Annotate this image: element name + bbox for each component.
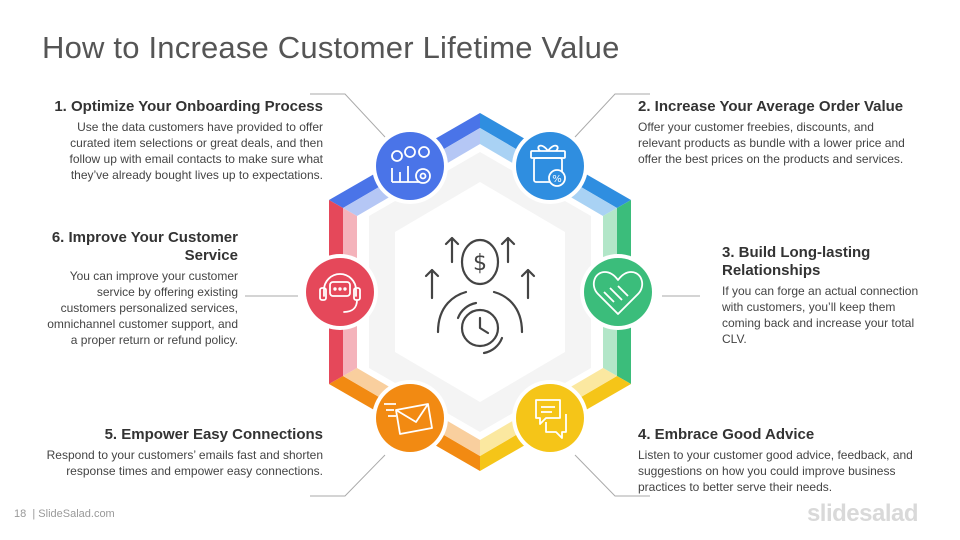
step-6-text: You can improve your customer service by…	[47, 269, 238, 347]
connector-2	[574, 93, 650, 138]
step-3-heading: 3. Build Long-lasting Relationships	[722, 244, 871, 279]
customer-value-icon: $	[424, 236, 536, 355]
svg-text:$: $	[473, 251, 487, 276]
step-4-block: 4. Embrace Good Advice Listen to your cu…	[638, 426, 918, 495]
step-2-text: Offer your customer freebies, discounts,…	[638, 120, 905, 166]
source-link[interactable]: | SlideSalad.com	[32, 508, 115, 520]
step-1-block: 1. Optimize Your Onboarding Process Use …	[43, 98, 323, 183]
slide-title: How to Increase Customer Lifetime Value	[42, 30, 620, 65]
gift-discount-icon: %	[530, 144, 566, 187]
step-circle-4	[512, 380, 588, 456]
brand-logo: slidesalad	[806, 500, 919, 527]
handshake-heart-icon	[592, 271, 644, 315]
step-6-heading: 6. Improve Your Customer Service	[51, 229, 238, 264]
email-icon	[384, 403, 433, 435]
step-4-text: Listen to your customer good advice, fee…	[638, 448, 913, 494]
connector-4	[574, 454, 650, 497]
step-3-text: If you can forge an actual connection wi…	[722, 284, 919, 346]
svg-text:%: %	[552, 174, 562, 185]
step-circle-3	[580, 254, 656, 330]
connector-5	[310, 454, 386, 497]
step-5-text: Respond to your customers’ emails fast a…	[46, 448, 323, 478]
headset-icon	[319, 273, 361, 313]
chat-bubbles-icon	[535, 399, 567, 439]
step-5-block: 5. Empower Easy Connections Respond to y…	[43, 426, 323, 479]
step-circle-1	[372, 128, 448, 204]
step-1-text: Use the data customers have provided to …	[69, 120, 323, 182]
connector-1	[310, 93, 386, 138]
page-number: 18	[14, 508, 27, 520]
step-3-block: 3. Build Long-lasting Relationships If y…	[722, 244, 922, 347]
step-4-heading: 4. Embrace Good Advice	[638, 426, 815, 443]
step-circle-5	[372, 380, 448, 456]
step-6-block: 6. Improve Your Customer Service You can…	[43, 229, 238, 348]
footer: 18 | SlideSalad.com	[14, 508, 115, 520]
step-2-heading: 2. Increase Your Average Order Value	[638, 98, 904, 115]
step-circle-6	[302, 254, 378, 330]
step-2-block: 2. Increase Your Average Order Value Off…	[638, 98, 918, 167]
step-circle-2: %	[512, 128, 588, 204]
step-1-heading: 1. Optimize Your Onboarding Process	[54, 98, 323, 115]
step-5-heading: 5. Empower Easy Connections	[104, 426, 323, 443]
center-hexagon	[395, 182, 565, 402]
gears-chart-icon	[391, 146, 431, 184]
